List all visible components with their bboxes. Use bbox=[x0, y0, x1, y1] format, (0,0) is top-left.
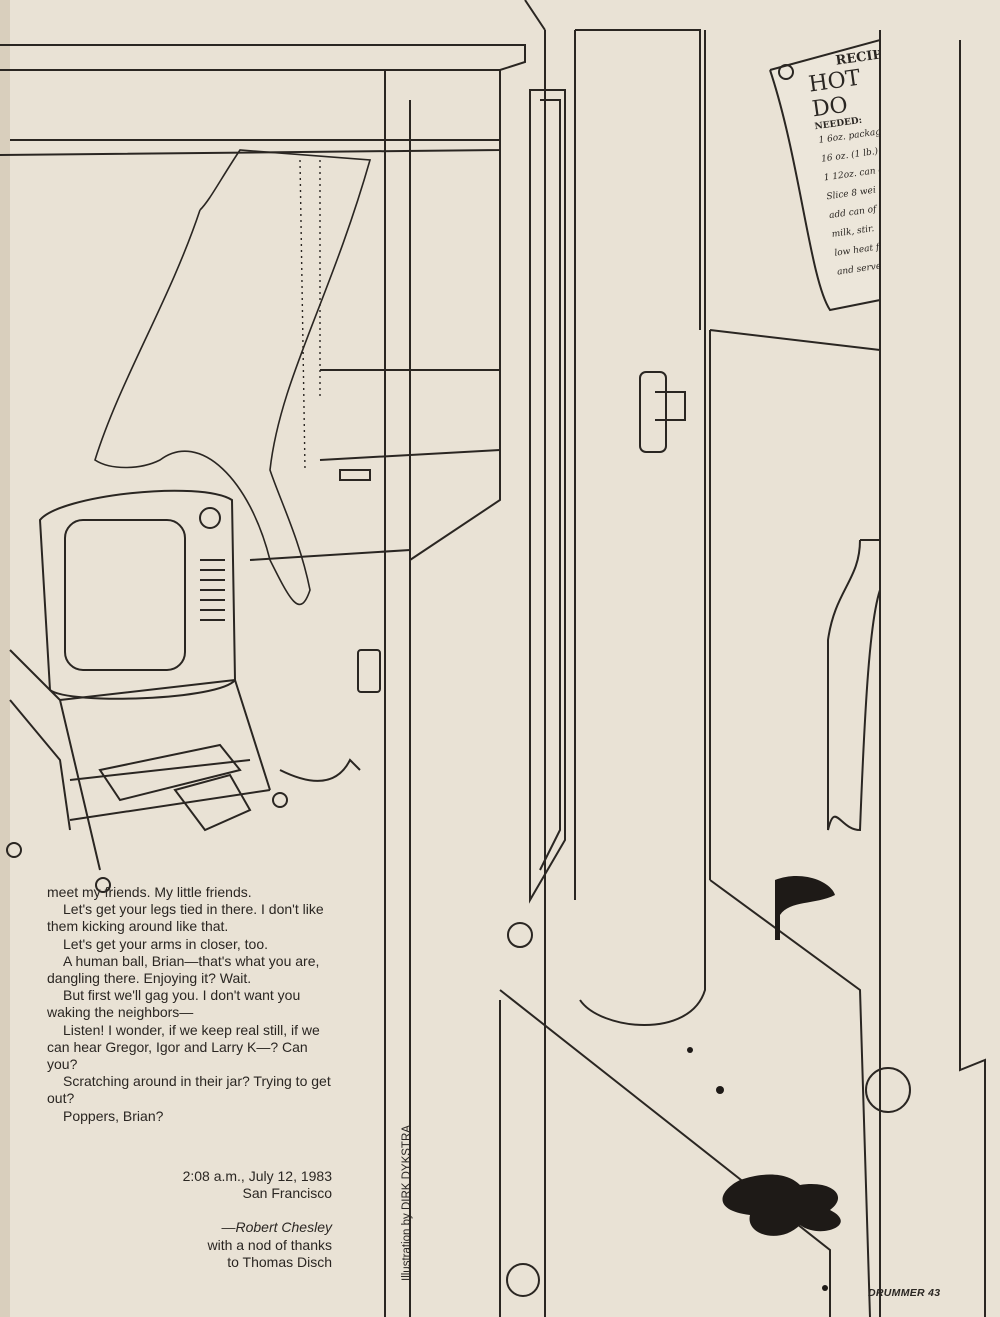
door-frame bbox=[384, 70, 501, 1317]
paragraph: A human ball, Brian—that's what you are,… bbox=[47, 952, 320, 987]
tv bbox=[38, 489, 237, 700]
story-text: meet my friends. My little friends. Let'… bbox=[47, 884, 331, 1125]
jar bbox=[827, 539, 881, 832]
curtain bbox=[94, 149, 372, 606]
illustration-credit: Illustration by DIRK DYKSTRA bbox=[401, 1125, 413, 1281]
paragraph: meet my friends. My little friends. bbox=[47, 884, 252, 900]
door bbox=[575, 29, 706, 1026]
thanks-line: with a nod of thanks bbox=[207, 1236, 332, 1253]
recipe-title: HOT DO bbox=[807, 65, 862, 123]
paragraph: But first we'll gag you. I don't want yo… bbox=[47, 987, 301, 1021]
recipe-card: RECIPE HOT DO NEEDED: 1 6oz. package of … bbox=[790, 50, 880, 320]
author: —Robert Chesley bbox=[221, 1219, 333, 1236]
ink-splat bbox=[722, 1174, 841, 1236]
place: San Francisco bbox=[242, 1185, 332, 1202]
paragraph: Listen! I wonder, if we keep real still,… bbox=[47, 1021, 320, 1073]
hinge bbox=[639, 371, 667, 453]
doorknob bbox=[865, 1067, 911, 1113]
doorknob bbox=[506, 1263, 540, 1297]
signoff: 2:08 a.m., July 12, 1983 San Francisco —… bbox=[72, 1168, 332, 1271]
paragraph: Scratching around in their jar? Trying t… bbox=[47, 1073, 331, 1107]
shelf bbox=[0, 44, 526, 156]
tv-cart bbox=[9, 649, 271, 871]
recipe-paper bbox=[769, 38, 881, 312]
doorknob bbox=[507, 922, 533, 948]
paragraph: Let's get your legs tied in there. I don… bbox=[47, 901, 324, 935]
thanks-line: to Thomas Disch bbox=[227, 1253, 332, 1270]
wall-outlet bbox=[357, 649, 381, 693]
dateline: 2:08 a.m., July 12, 1983 bbox=[182, 1168, 332, 1184]
tv-screen bbox=[64, 519, 186, 671]
page-folio: DRUMMER 43 bbox=[868, 1287, 941, 1299]
paragraph: Let's get your arms in closer, too. bbox=[63, 935, 268, 952]
paragraph: Poppers, Brian? bbox=[63, 1107, 164, 1124]
